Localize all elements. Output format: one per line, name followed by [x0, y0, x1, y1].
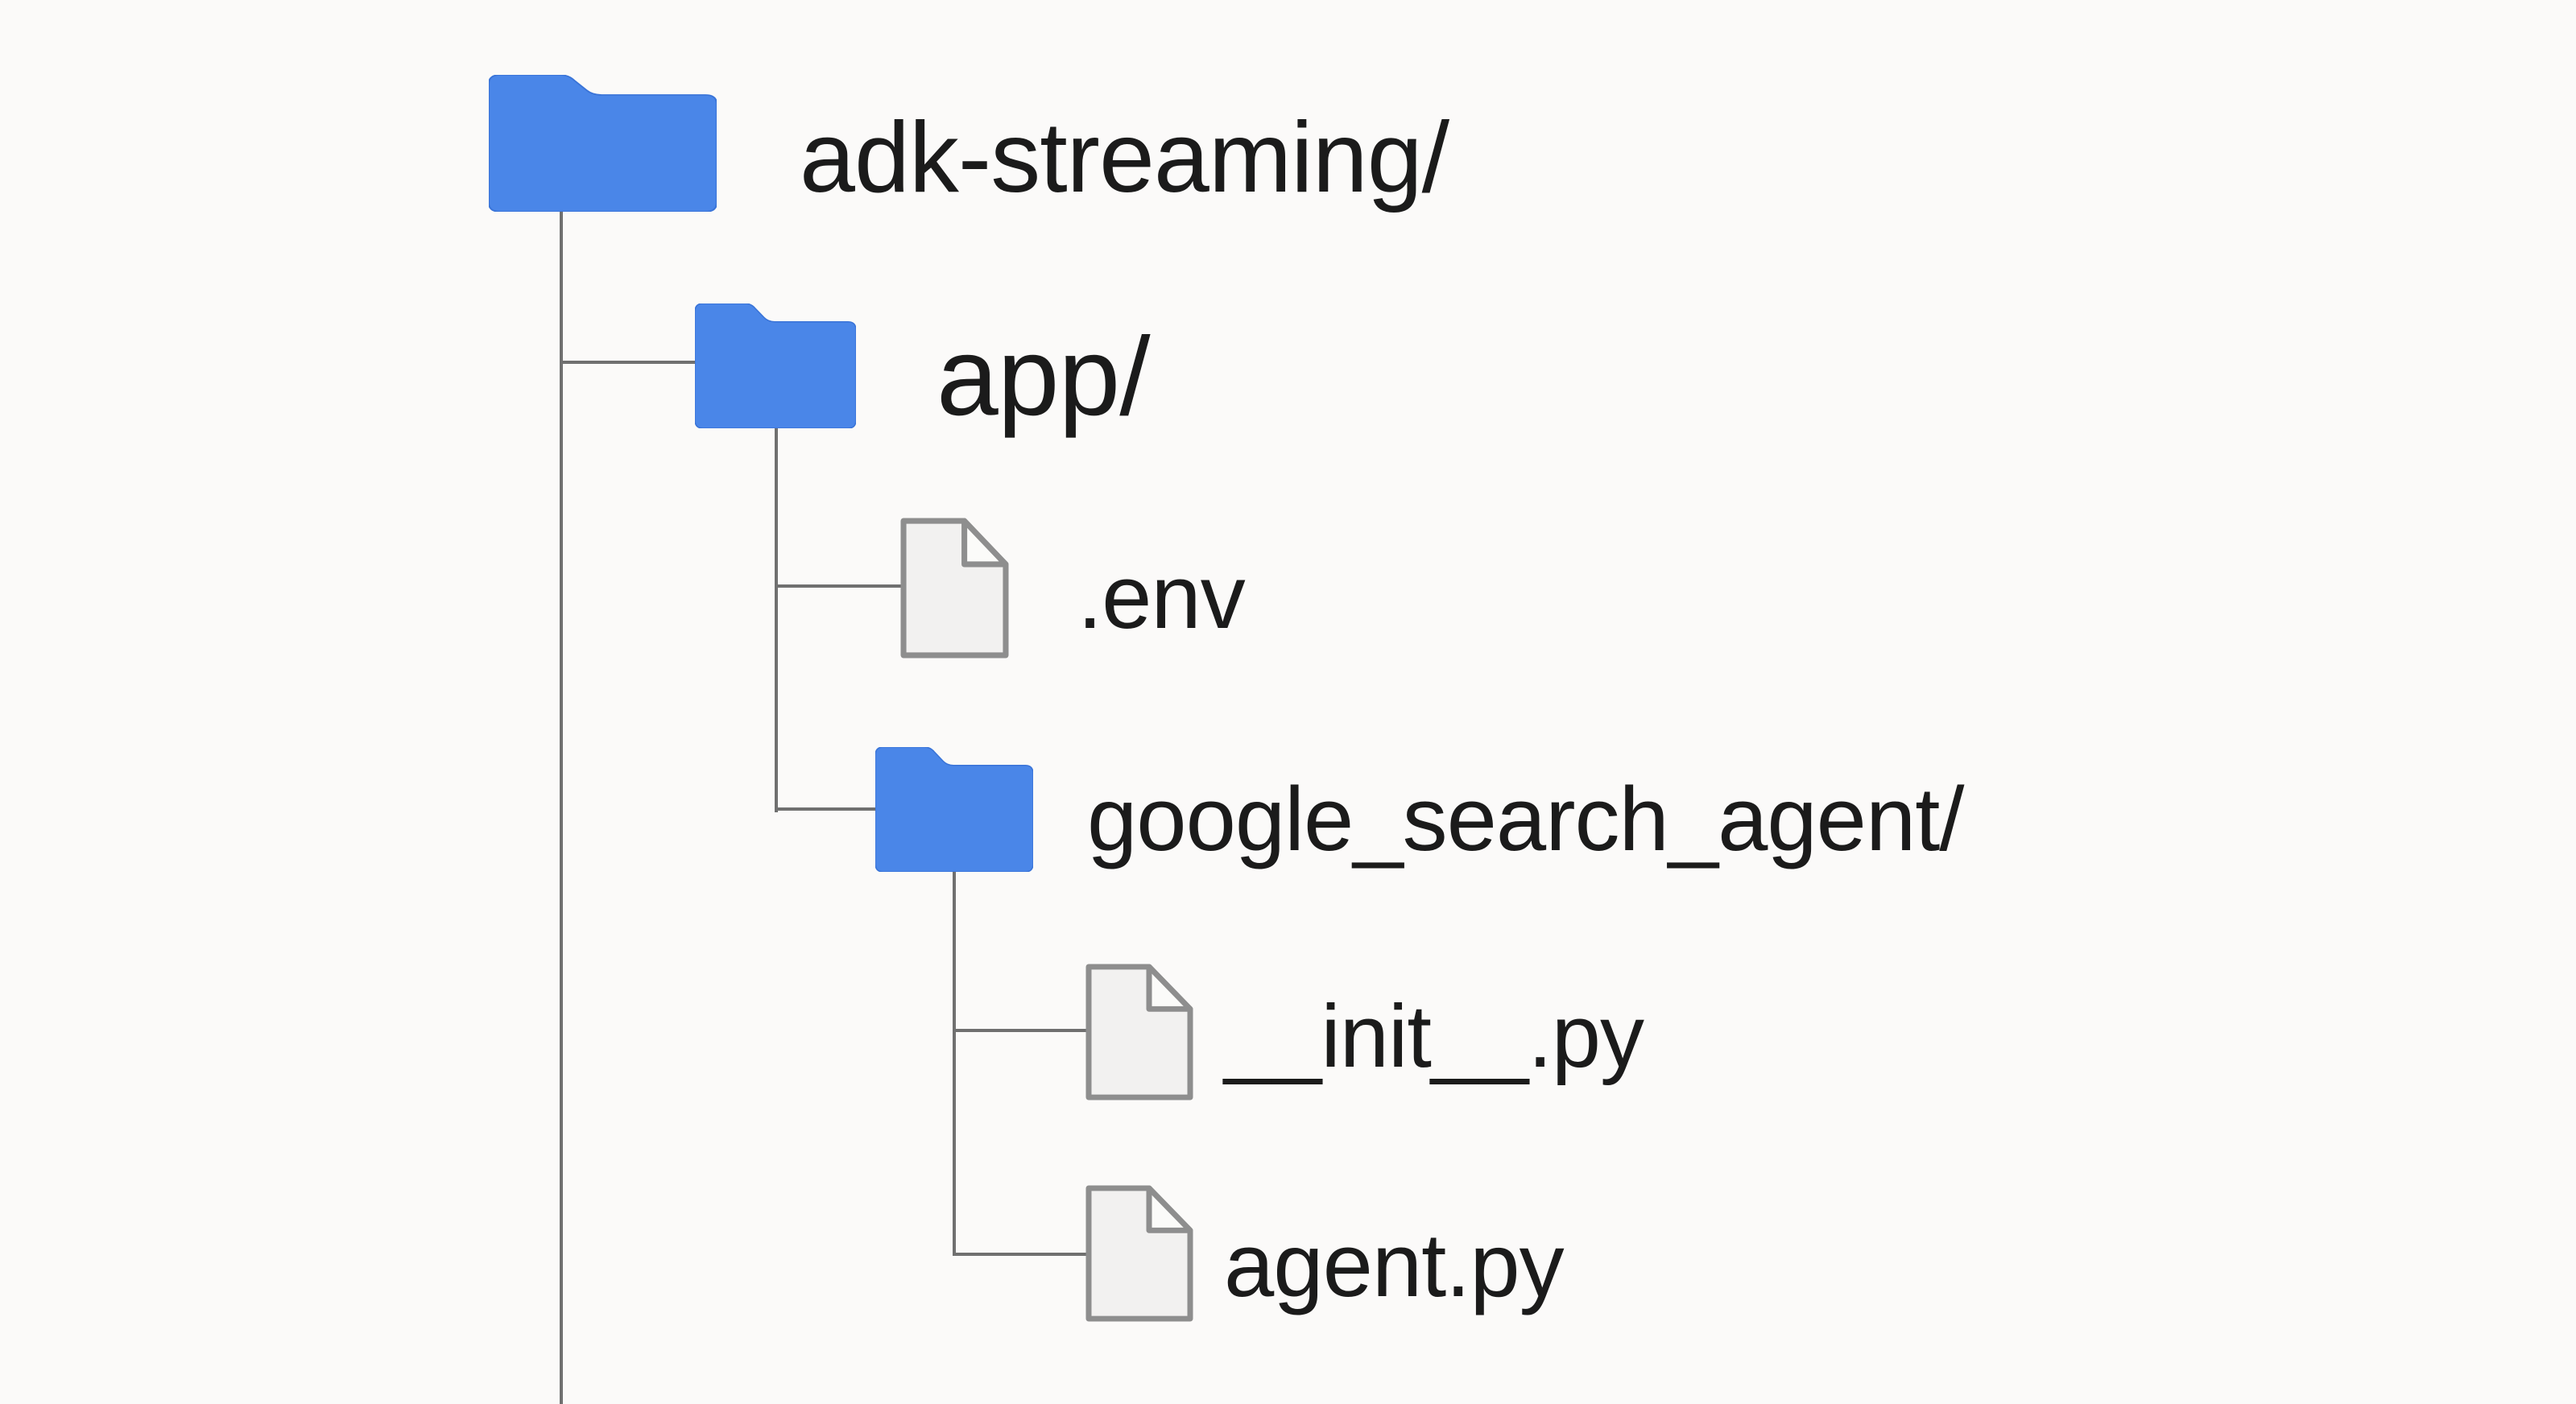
folder-icon — [875, 747, 1033, 872]
connector-to-google-search-agent — [776, 807, 879, 811]
tree-node-label: .env — [1077, 547, 1246, 647]
file-icon — [1085, 964, 1193, 1100]
tree-node-label: agent.py — [1224, 1215, 1565, 1315]
connector-app-vertical — [775, 425, 778, 812]
connector-google-search-agent-vertical — [953, 869, 956, 1256]
file-icon — [1085, 1185, 1193, 1322]
connector-to-env — [776, 584, 903, 588]
folder-icon — [695, 304, 856, 428]
tree-node-label: __init__.py — [1224, 987, 1644, 1086]
connector-to-agent-py — [954, 1253, 1089, 1256]
tree-node-label: adk-streaming/ — [800, 102, 1449, 213]
tree-node-label: google_search_agent/ — [1087, 769, 1964, 869]
tree-node-label: app/ — [937, 315, 1151, 439]
connector-to-init-py — [954, 1029, 1089, 1032]
folder-icon — [489, 75, 717, 212]
file-icon — [900, 518, 1009, 659]
connector-root-vertical — [560, 208, 563, 1404]
connector-to-app — [561, 361, 698, 364]
